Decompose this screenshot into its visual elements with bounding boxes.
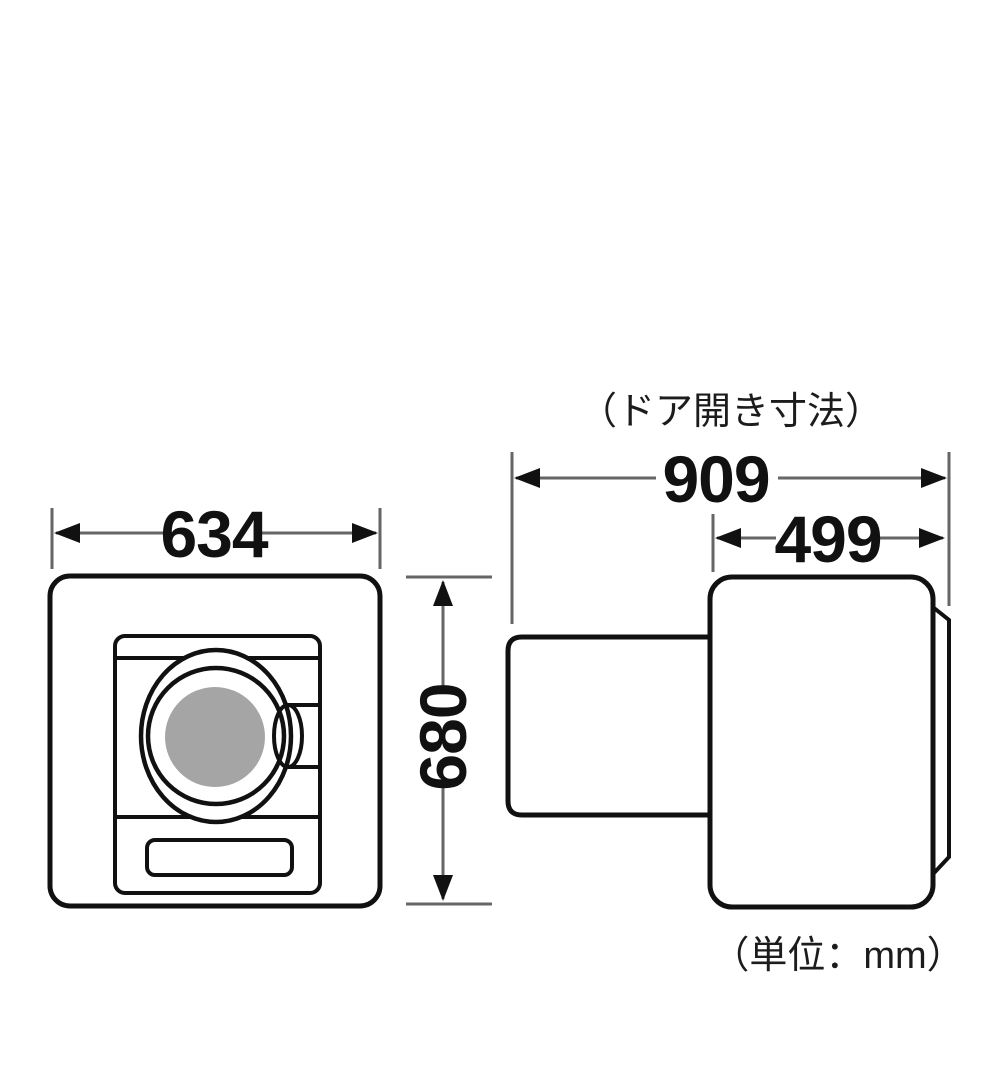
arrow-down-icon xyxy=(433,875,453,901)
arrow-right-icon xyxy=(921,468,947,488)
dimension-door-open-909: 909 xyxy=(510,442,951,624)
dimension-width-634: 634 xyxy=(50,497,382,571)
dimension-height-680: 680 xyxy=(406,575,492,906)
arrow-left-icon xyxy=(54,523,80,543)
lint-filter-door xyxy=(145,838,294,877)
dimension-body-depth-499: 499 xyxy=(711,502,945,576)
side-view xyxy=(505,574,951,910)
arrow-right-icon xyxy=(919,528,945,548)
door-inner-ring xyxy=(145,665,287,807)
door-open-dimensions-label: （ドア開き寸法） xyxy=(579,391,883,433)
dim-value-body-depth: 499 xyxy=(774,502,881,576)
arrow-up-icon xyxy=(433,580,453,606)
dim-value-height: 680 xyxy=(406,683,480,790)
unit-mm-label: （単位：mm） xyxy=(711,935,964,977)
arrow-left-icon xyxy=(514,468,540,488)
dim-value-width: 634 xyxy=(160,497,268,571)
door-window-glass xyxy=(165,687,265,787)
door-handle-ellipse xyxy=(272,703,304,769)
front-view xyxy=(47,573,383,909)
arrow-right-icon xyxy=(352,523,378,543)
open-door-panel xyxy=(505,634,723,818)
arrow-left-icon xyxy=(715,528,741,548)
side-body-outline xyxy=(707,574,936,910)
dim-value-door-open-depth: 909 xyxy=(662,442,769,516)
